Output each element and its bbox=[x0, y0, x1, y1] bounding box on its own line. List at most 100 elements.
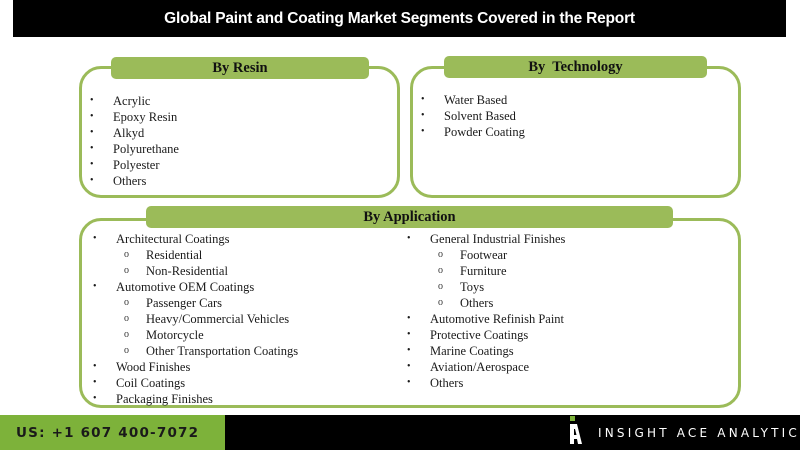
bullet-icon: • bbox=[90, 143, 94, 154]
list-item-label: Others bbox=[113, 174, 147, 188]
list-item-label: Others bbox=[430, 376, 464, 390]
bullet-icon: • bbox=[407, 345, 411, 356]
circle-bullet-icon: o bbox=[438, 297, 443, 308]
bullet-icon: • bbox=[93, 393, 97, 404]
sub-list-item: o Footwear bbox=[407, 247, 707, 263]
list-item: • Automotive Refinish Paint bbox=[407, 311, 707, 327]
list-item-label: Automotive Refinish Paint bbox=[430, 312, 565, 326]
sub-list-item: o Others bbox=[407, 295, 707, 311]
bullet-icon: • bbox=[407, 329, 411, 340]
technology-segment-box bbox=[410, 66, 741, 198]
list-item-label: Other Transportation Coatings bbox=[146, 344, 299, 358]
bullet-icon: • bbox=[407, 233, 411, 244]
list-item-label: Toys bbox=[460, 280, 485, 294]
list-item: •Powder Coating bbox=[421, 124, 701, 140]
bullet-icon: • bbox=[93, 281, 97, 292]
list-item: •Aviation/Aerospace bbox=[407, 359, 707, 375]
list-item-label: Acrylic bbox=[113, 94, 151, 108]
circle-bullet-icon: o bbox=[438, 265, 443, 276]
circle-bullet-icon: o bbox=[438, 281, 443, 292]
resin-segment-header: By Resin bbox=[111, 57, 369, 79]
list-item: • Others bbox=[90, 173, 370, 189]
list-item: • Polyester bbox=[90, 157, 370, 173]
list-item: • Alkyd bbox=[90, 125, 370, 141]
circle-bullet-icon: o bbox=[124, 345, 129, 356]
sub-list-item: o Toys bbox=[407, 279, 707, 295]
bullet-icon: • bbox=[93, 361, 97, 372]
circle-bullet-icon: o bbox=[124, 265, 129, 276]
list-item-label: Passenger Cars bbox=[146, 296, 223, 310]
list-item: • Others bbox=[407, 375, 707, 391]
sub-list-item: o Non-Residential bbox=[93, 263, 393, 279]
circle-bullet-icon: o bbox=[124, 249, 129, 260]
list-item-label: Packaging Finishes bbox=[116, 392, 213, 406]
sub-list-item: o Other Transportation Coatings bbox=[93, 343, 393, 359]
bullet-icon: • bbox=[93, 233, 97, 244]
list-item: • Marine Coatings bbox=[407, 343, 707, 359]
list-item: • Epoxy Resin bbox=[90, 109, 370, 125]
list-item-label: Water Based bbox=[444, 93, 508, 107]
bullet-icon: • bbox=[90, 159, 94, 170]
list-item-label: Marine Coatings bbox=[430, 344, 514, 358]
list-item-label: Others bbox=[460, 296, 494, 310]
sub-list-item: o Passenger Cars bbox=[93, 295, 393, 311]
list-item-label: Non-Residential bbox=[146, 264, 228, 278]
list-item-label: Motorcycle bbox=[146, 328, 204, 342]
footer-brand-bar bbox=[225, 415, 800, 450]
list-item: • Wood Finishes bbox=[93, 359, 393, 375]
sub-list-item: o Furniture bbox=[407, 263, 707, 279]
bullet-icon: • bbox=[90, 127, 94, 138]
list-item: • Architectural Coatings bbox=[93, 231, 393, 247]
list-item: • Polyurethane bbox=[90, 141, 370, 157]
list-item-label: Furniture bbox=[460, 264, 507, 278]
list-item-label: Architectural Coatings bbox=[116, 232, 230, 246]
bullet-icon: • bbox=[421, 94, 425, 105]
bullet-icon: • bbox=[407, 361, 411, 372]
list-item: • Water Based bbox=[421, 92, 701, 108]
technology-list: • Water Based • Solvent Based•Powder Coatin… bbox=[421, 92, 701, 140]
contact-phone: US: +1 607 400-7072 bbox=[0, 415, 225, 450]
list-item-label: Epoxy Resin bbox=[113, 110, 178, 124]
bullet-icon: • bbox=[407, 313, 411, 324]
bullet-icon: • bbox=[407, 377, 411, 388]
circle-bullet-icon: o bbox=[124, 297, 129, 308]
list-item-label: Heavy/Commercial Vehicles bbox=[146, 312, 290, 326]
list-item-label: Residential bbox=[146, 248, 203, 262]
sub-list-item: o Residential bbox=[93, 247, 393, 263]
insightace-logo-icon bbox=[570, 416, 582, 444]
list-item-label: Polyester bbox=[113, 158, 160, 172]
resin-list: •Acrylic•Epoxy Resin•Alkyd•Polyurethane•… bbox=[90, 93, 370, 189]
bullet-icon: • bbox=[421, 110, 425, 121]
application-segment-box bbox=[79, 218, 741, 408]
sub-list-item: o Motorcycle bbox=[93, 327, 393, 343]
list-item-label: Coil Coatings bbox=[116, 376, 186, 390]
bullet-icon: • bbox=[90, 175, 94, 186]
circle-bullet-icon: o bbox=[124, 313, 129, 324]
list-item-label: General Industrial Finishes bbox=[430, 232, 566, 246]
brand-name: INSIGHT ACE ANALYTIC bbox=[598, 426, 800, 440]
bullet-icon: • bbox=[90, 95, 94, 106]
list-item: • Coil Coatings bbox=[93, 375, 393, 391]
technology-segment-header: By Technology bbox=[444, 56, 707, 78]
bullet-icon: • bbox=[93, 377, 97, 388]
list-item: • Automotive OEM Coatings bbox=[93, 279, 393, 295]
list-item-label: Protective Coatings bbox=[430, 328, 529, 342]
list-item-label: Polyurethane bbox=[113, 142, 179, 156]
list-item-label: Solvent Based bbox=[444, 109, 516, 123]
circle-bullet-icon: o bbox=[124, 329, 129, 340]
list-item: • General Industrial Finishes bbox=[407, 231, 707, 247]
list-item: • Protective Coatings bbox=[407, 327, 707, 343]
circle-bullet-icon: o bbox=[438, 249, 443, 260]
list-item-label: Automotive OEM Coatings bbox=[116, 280, 255, 294]
list-item: • Acrylic bbox=[90, 93, 370, 109]
list-item-label: Powder Coating bbox=[444, 125, 525, 139]
list-item-label: Footwear bbox=[460, 248, 508, 262]
list-item-label: Wood Finishes bbox=[116, 360, 191, 374]
list-item-label: Alkyd bbox=[113, 126, 145, 140]
list-item: • Solvent Based bbox=[421, 108, 701, 124]
sub-list-item: o Heavy/Commercial Vehicles bbox=[93, 311, 393, 327]
bullet-icon: • bbox=[90, 111, 94, 122]
list-item: • Packaging Finishes bbox=[93, 391, 393, 407]
